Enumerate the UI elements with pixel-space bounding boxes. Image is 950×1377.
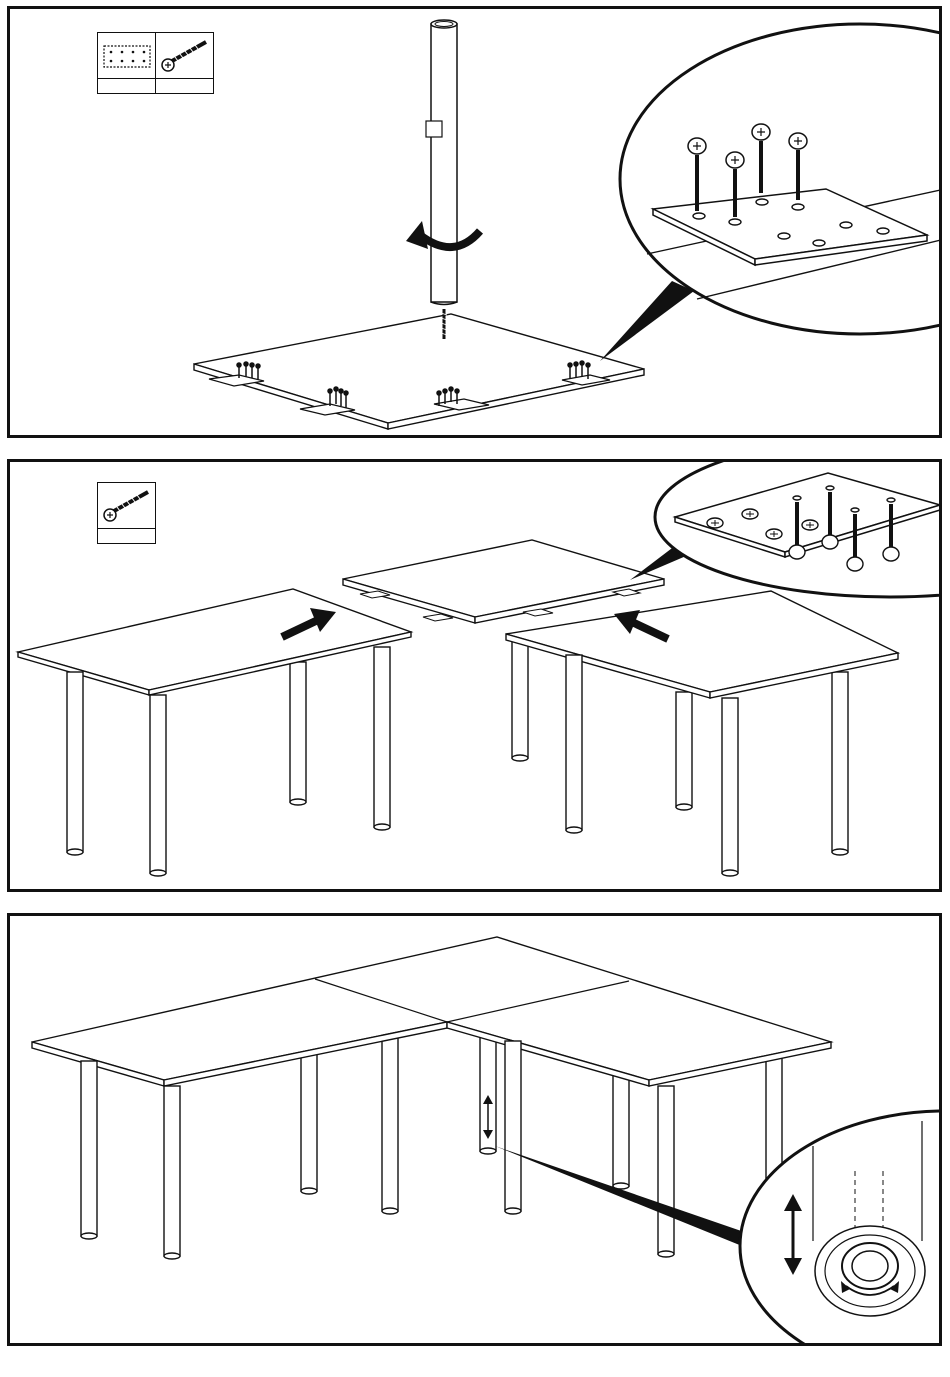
- step-3-panel: [7, 913, 942, 1346]
- corner-tabletop: [343, 540, 664, 623]
- detail-magnifier: [600, 24, 942, 361]
- step-3-illustration: [10, 916, 942, 1346]
- l-shaped-desk-top: [32, 937, 831, 1086]
- left-table: [18, 589, 411, 876]
- detail-magnifier: [495, 1111, 942, 1346]
- step-1-panel: [7, 6, 942, 438]
- step-1-illustration: [10, 9, 942, 438]
- step-2-illustration: [10, 462, 942, 892]
- leg-label: [426, 121, 442, 137]
- table-leg: [426, 20, 457, 339]
- detail-magnifier: [630, 462, 942, 597]
- step-2-panel: [7, 459, 942, 892]
